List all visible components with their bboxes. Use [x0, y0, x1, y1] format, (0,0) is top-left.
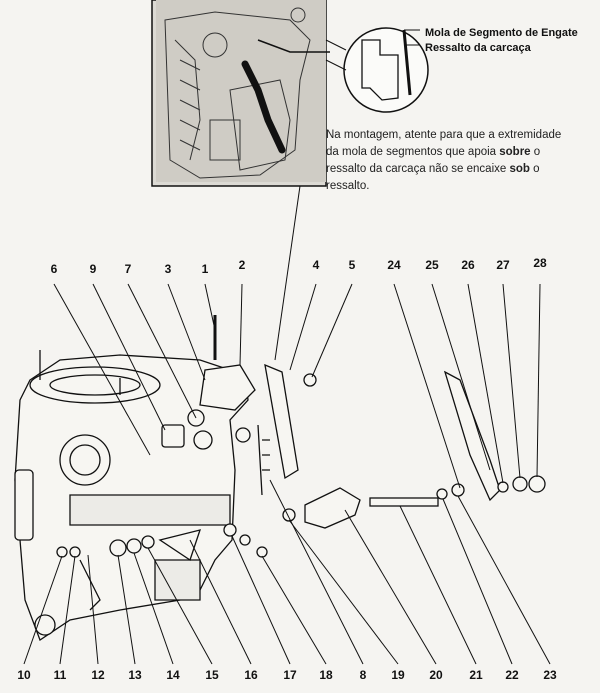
part-label-13: 13	[128, 668, 142, 682]
detail-magnifier	[325, 27, 429, 113]
part-label-10: 10	[17, 668, 31, 682]
bottom-leaders	[23, 479, 551, 665]
inset-photo	[151, 0, 330, 187]
part-label-3: 3	[164, 262, 172, 276]
part-label-8: 8	[359, 668, 367, 682]
part-label-27: 27	[496, 258, 510, 272]
part-label-11: 11	[53, 668, 67, 682]
part-label-21: 21	[469, 668, 483, 682]
note-text-2: o ressalto da carcaça não se encaixe	[326, 146, 541, 175]
part-label-15: 15	[205, 668, 219, 682]
part-label-1: 1	[201, 262, 209, 276]
part-label-25: 25	[425, 258, 439, 272]
part-label-19: 19	[391, 668, 405, 682]
part-label-16: 16	[244, 668, 258, 682]
part-label-22: 22	[505, 668, 519, 682]
part-label-4: 4	[312, 258, 320, 272]
part-label-26: 26	[461, 258, 475, 272]
part-label-28: 28	[533, 256, 547, 270]
part-label-18: 18	[319, 668, 333, 682]
part-label-5: 5	[348, 258, 356, 272]
top-leaders	[53, 283, 541, 489]
part-label-12: 12	[91, 668, 105, 682]
note-bold-1: sobre	[499, 146, 531, 158]
part-label-24: 24	[387, 258, 401, 272]
part-label-2: 2	[238, 258, 246, 272]
part-label-9: 9	[89, 262, 97, 276]
part-label-23: 23	[543, 668, 557, 682]
note-bold-2: sob	[509, 163, 530, 175]
shoulder-callout: Ressalto da carcaça	[425, 42, 531, 54]
note-text-3: o ressalto.	[326, 163, 540, 192]
spring-callout: Mola de Segmento de Engate	[425, 27, 578, 39]
part-label-7: 7	[124, 262, 132, 276]
note-text-1: Na montagem, atente para que a extremida…	[326, 129, 562, 158]
part-label-6: 6	[50, 262, 58, 276]
assembly-note: Na montagem, atente para que a extremida…	[326, 127, 576, 195]
selector-mechanism	[56, 363, 546, 611]
part-label-17: 17	[283, 668, 297, 682]
part-label-14: 14	[166, 668, 180, 682]
part-label-20: 20	[429, 668, 443, 682]
